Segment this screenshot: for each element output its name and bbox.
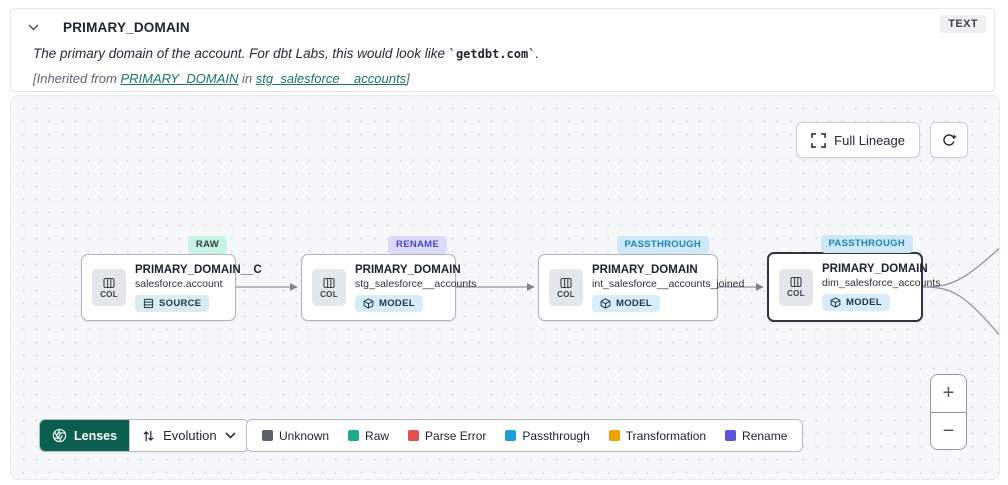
legend-label: Parse Error: [425, 428, 487, 443]
legend-item: Transformation: [608, 428, 707, 443]
column-description: The primary domain of the account. For d…: [33, 46, 539, 61]
node-model-name: int_salesforce__accounts_joined: [592, 277, 745, 290]
legend-label: Transformation: [625, 428, 707, 443]
zoom-in-button[interactable]: +: [931, 375, 966, 412]
resource-type-chip: MODEL: [355, 294, 423, 312]
col-chip-label: COL: [557, 289, 575, 299]
aperture-icon: [52, 428, 67, 443]
refresh-icon: [943, 134, 957, 146]
chevron-down-icon: [225, 432, 236, 439]
inherited-from-line: [Inherited from PRIMARY_DOMAIN in stg_sa…: [33, 71, 410, 86]
column-type-badge: TEXT: [940, 15, 986, 33]
column-icon: [790, 276, 802, 288]
collapse-panel-button[interactable]: [23, 17, 43, 37]
refresh-button[interactable]: [930, 122, 968, 158]
source-icon: [143, 298, 154, 308]
column-title: PRIMARY_DOMAIN: [63, 19, 190, 35]
col-chip-label: COL: [320, 289, 338, 299]
description-code: `getdbt.com`: [448, 47, 536, 61]
legend-item: Unknown: [262, 429, 329, 443]
lineage-node-source[interactable]: RAW COL PRIMARY_DOMAIN__C salesforce.acc…: [81, 236, 262, 321]
inherited-middle: in: [238, 71, 256, 86]
lens-controls: Lenses Evolution: [39, 419, 249, 452]
node-column-name: PRIMARY_DOMAIN: [592, 263, 698, 276]
node-model-name: dim_salesforce_accounts: [822, 277, 941, 289]
model-icon: [830, 297, 841, 308]
inherited-suffix: ]: [406, 71, 410, 86]
lineage-canvas[interactable]: Full Lineage RAW COL PRIMARY_DOMAIN__C s…: [10, 95, 1000, 480]
status-badge: PASSTHROUGH: [616, 236, 709, 254]
fullscreen-icon: [811, 132, 827, 148]
column-chip: COL: [549, 269, 583, 306]
model-icon: [363, 297, 374, 309]
legend-label: Passthrough: [522, 428, 590, 443]
node-body: PRIMARY_DOMAIN__C salesforce.account SOU…: [135, 263, 262, 312]
legend-item: Passthrough: [505, 428, 590, 443]
resource-type-label: MODEL: [846, 297, 882, 308]
lens-selector-dropdown[interactable]: Evolution: [129, 420, 248, 451]
evolution-legend: Unknown Raw Parse Error Passthrough Tran…: [246, 419, 804, 452]
status-badge: RENAME: [388, 236, 447, 254]
zoom-controls: + −: [930, 374, 967, 450]
legend-swatch-unknown: [262, 430, 273, 441]
zoom-out-button[interactable]: −: [931, 412, 966, 449]
legend-swatch-rename: [725, 430, 737, 441]
description-period: .: [535, 46, 540, 61]
selected-lens-label: Evolution: [163, 428, 217, 443]
legend-label: Rename: [742, 428, 788, 443]
lineage-node-staging[interactable]: RENAME COL PRIMARY_DOMAIN stg_salesforce…: [301, 236, 477, 321]
inherited-prefix: [Inherited from: [33, 71, 121, 86]
status-badge: PASSTHROUGH: [820, 235, 913, 253]
inherited-column-link[interactable]: PRIMARY_DOMAIN: [120, 71, 239, 86]
node-column-name: PRIMARY_DOMAIN: [822, 263, 928, 275]
column-chip: COL: [92, 269, 126, 306]
column-icon: [323, 277, 335, 288]
column-details-panel: PRIMARY_DOMAIN TEXT The primary domain o…: [10, 8, 995, 92]
legend-item: Rename: [725, 429, 787, 443]
node-column-name: PRIMARY_DOMAIN: [355, 263, 461, 276]
lineage-node-dim-selected[interactable]: PASSTHROUGH COL PRIMARY_DOMAIN dim_sales…: [767, 235, 941, 322]
resource-type-label: SOURCE: [159, 297, 202, 309]
resource-type-chip: SOURCE: [135, 294, 210, 312]
lenses-button[interactable]: Lenses: [40, 420, 130, 451]
legend-item: Raw: [348, 429, 389, 443]
full-lineage-label: Full Lineage: [834, 132, 905, 148]
col-chip-label: COL: [100, 289, 118, 299]
full-lineage-button[interactable]: Full Lineage: [796, 122, 920, 158]
column-icon: [103, 277, 115, 288]
resource-type-label: MODEL: [616, 297, 652, 309]
lenses-label: Lenses: [74, 428, 118, 443]
column-chip: COL: [779, 268, 813, 306]
inherited-model-link[interactable]: stg_salesforce__accounts: [255, 71, 407, 86]
col-chip-label: COL: [787, 289, 805, 298]
resource-type-chip: MODEL: [592, 294, 660, 312]
resource-type-chip: MODEL: [822, 294, 890, 311]
swap-vertical-icon: [143, 430, 154, 441]
status-badge: RAW: [187, 236, 227, 254]
legend-swatch-parse-error: [408, 430, 420, 441]
node-body: PRIMARY_DOMAIN int_salesforce__accounts_…: [592, 263, 745, 312]
legend-swatch-raw: [348, 430, 360, 441]
column-icon: [560, 277, 572, 288]
node-body: PRIMARY_DOMAIN dim_salesforce_accounts M…: [822, 263, 941, 311]
legend-swatch-passthrough: [505, 430, 517, 441]
node-model-name: salesforce.account: [135, 277, 223, 290]
node-model-name: stg_salesforce__accounts: [355, 277, 477, 290]
resource-type-label: MODEL: [379, 297, 415, 309]
description-text: The primary domain of the account. For d…: [33, 46, 449, 61]
node-body: PRIMARY_DOMAIN stg_salesforce__accounts …: [355, 263, 477, 312]
node-column-name: PRIMARY_DOMAIN__C: [135, 263, 262, 276]
model-icon: [600, 297, 611, 309]
legend-label: Raw: [365, 428, 390, 443]
column-chip: COL: [312, 269, 346, 306]
legend-label: Unknown: [279, 428, 330, 443]
lineage-node-intermediate[interactable]: PASSTHROUGH COL PRIMARY_DOMAIN int_sales…: [538, 236, 745, 321]
legend-item: Parse Error: [408, 429, 486, 443]
legend-swatch-transformation: [608, 430, 620, 441]
chevron-down-icon: [28, 24, 38, 30]
